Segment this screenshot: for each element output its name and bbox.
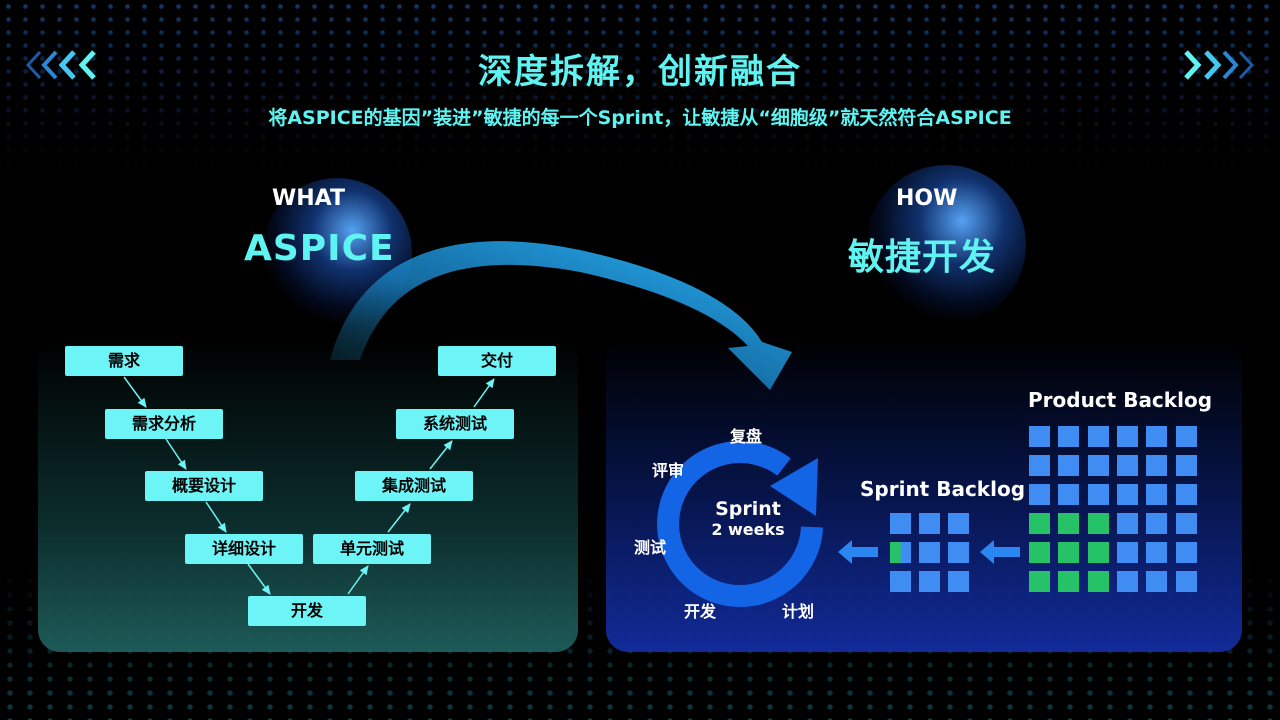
product-backlog-item (1117, 484, 1138, 505)
page-subtitle: 将ASPICE的基因”装进”敏捷的每一个Sprint，让敏捷从“细胞级”就天然符… (268, 107, 1012, 129)
product-backlog-item (1029, 513, 1050, 534)
vmodel-system-test: 系统测试 (396, 409, 514, 439)
vmodel-development: 开发 (248, 596, 366, 626)
vmodel-connector (387, 503, 411, 533)
sprint-cycle-ring (657, 441, 823, 608)
product-backlog-item (1176, 484, 1197, 505)
sprint-backlog-item (948, 571, 969, 592)
product-backlog-item (1146, 542, 1167, 563)
product-backlog-item (1117, 513, 1138, 534)
product-backlog-item (1058, 542, 1079, 563)
product-backlog-item (1146, 455, 1167, 476)
product-backlog-item (1117, 542, 1138, 563)
product-backlog-item (1176, 542, 1197, 563)
product-backlog-item (1176, 426, 1197, 447)
product-backlog-item (1146, 513, 1167, 534)
sprint-backlog-item (919, 571, 940, 592)
dotted-background-top (0, 0, 1280, 170)
sprint-backlog-item (890, 571, 911, 592)
vmodel-connector (473, 378, 495, 408)
cycle-stage-plan: 计划 (782, 602, 815, 621)
how-label: HOW (896, 186, 958, 211)
vmodel-unit-test: 单元测试 (313, 534, 431, 564)
sprint-center-label: Sprint 2 weeks (700, 498, 796, 539)
vmodel-delivery: 交付 (438, 346, 556, 376)
page-title: 深度拆解，创新融合 (478, 52, 802, 92)
product-backlog-title: Product Backlog (1028, 388, 1213, 412)
agile-label: 敏捷开发 (848, 237, 997, 278)
vmodel-connector (347, 565, 369, 595)
vmodel-integration-test: 集成测试 (355, 471, 473, 501)
sprint-backlog-item (890, 542, 911, 563)
sprint-backlog-item (919, 513, 940, 534)
product-backlog-item (1058, 484, 1079, 505)
product-backlog-item (1058, 513, 1079, 534)
vmodel-connector (165, 438, 187, 470)
product-backlog-item (1176, 455, 1197, 476)
sprint-backlog-item (948, 513, 969, 534)
vmodel-connector (123, 376, 147, 408)
what-label: WHAT (272, 186, 346, 211)
sprint-title: Sprint (715, 498, 781, 520)
sprint-backlog-item (948, 542, 969, 563)
vmodel-connector (205, 501, 227, 533)
sprint-cycle-arrowhead (770, 458, 818, 516)
product-backlog-item (1058, 426, 1079, 447)
product-backlog-item (1088, 426, 1109, 447)
cycle-stage-develop: 开发 (684, 602, 717, 621)
vmodel-requirements-analysis: 需求分析 (105, 409, 223, 439)
vmodel-detailed-design: 详细设计 (185, 534, 303, 564)
product-backlog-item (1117, 455, 1138, 476)
how-glow-orb (866, 165, 1026, 325)
cycle-stage-retro: 复盘 (730, 427, 763, 446)
product-backlog-item (1088, 484, 1109, 505)
product-backlog-item (1088, 542, 1109, 563)
product-backlog-item (1029, 455, 1050, 476)
product-backlog-item (1088, 455, 1109, 476)
vmodel-connector (429, 440, 453, 470)
chevrons-right-icon (1184, 50, 1254, 80)
vmodel-requirements: 需求 (65, 346, 183, 376)
cycle-stage-review: 评审 (652, 461, 685, 480)
sprint-backlog-title: Sprint Backlog (860, 477, 1026, 501)
vmodel-high-level-design: 概要设计 (145, 471, 263, 501)
chevrons-left-icon (26, 50, 96, 80)
cycle-stage-test: 测试 (634, 538, 667, 557)
product-backlog-item (1117, 426, 1138, 447)
product-backlog-item (1029, 542, 1050, 563)
product-backlog-item (1029, 571, 1050, 592)
product-backlog-item (1088, 571, 1109, 592)
product-backlog-item (1058, 571, 1079, 592)
vmodel-connector (247, 563, 271, 595)
product-backlog-item (1029, 426, 1050, 447)
product-backlog-item (1146, 571, 1167, 592)
product-backlog-item (1058, 455, 1079, 476)
product-backlog-item (1146, 426, 1167, 447)
product-backlog-item (1146, 484, 1167, 505)
product-backlog-item (1117, 571, 1138, 592)
product-backlog-item (1088, 513, 1109, 534)
what-to-how-arrow (330, 241, 792, 390)
sprint-duration: 2 weeks (711, 520, 785, 539)
aspice-label: ASPICE (244, 228, 395, 269)
arrow-left-icon (838, 540, 878, 564)
product-backlog-item (1176, 571, 1197, 592)
product-backlog-item (1176, 513, 1197, 534)
product-backlog-item (1029, 484, 1050, 505)
sprint-backlog-item (890, 513, 911, 534)
arrow-left-icon (980, 540, 1020, 564)
sprint-backlog-item (919, 542, 940, 563)
